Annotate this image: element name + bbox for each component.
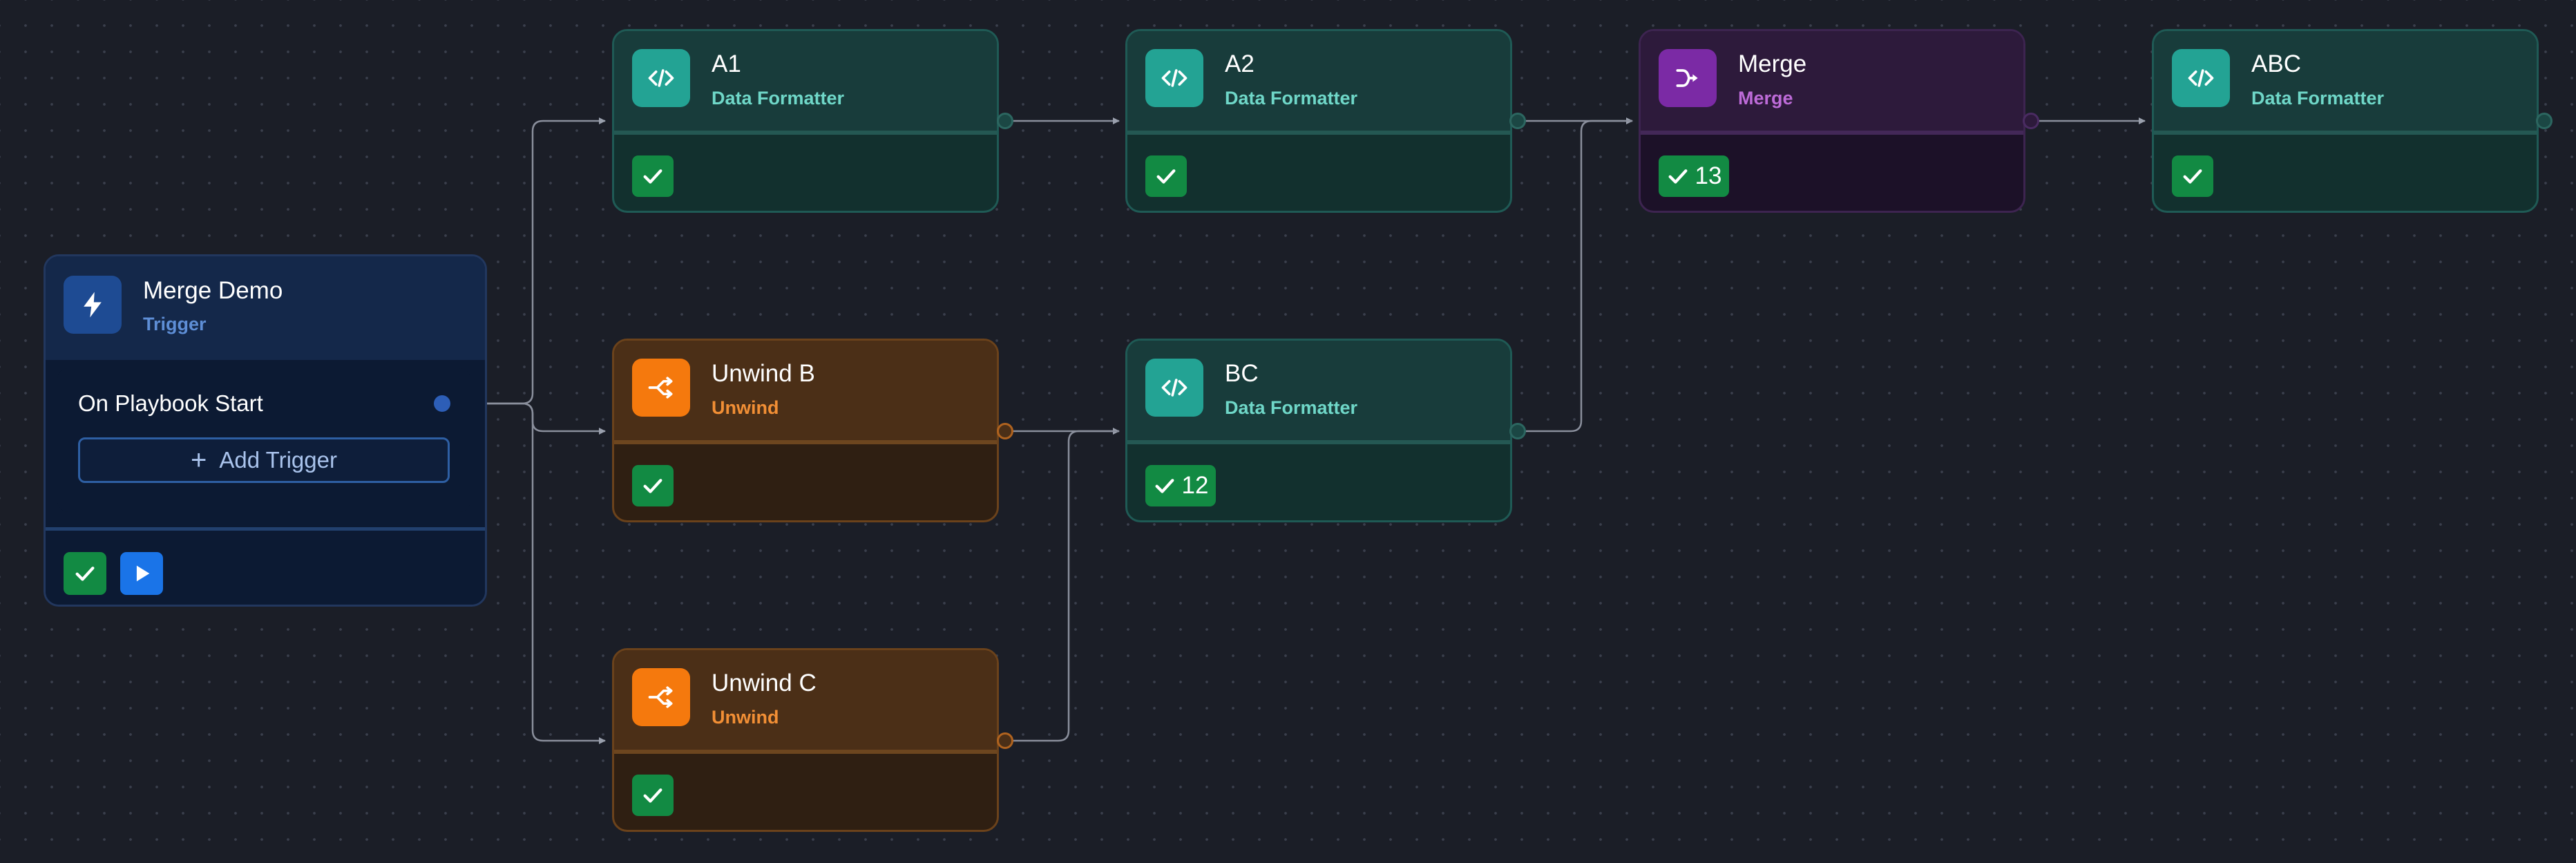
status-badge [632,465,674,506]
node-unwind-c-output-port[interactable] [997,732,1013,749]
node-unwind-b-body [614,444,997,520]
node-a2-output-port[interactable] [1509,113,1526,129]
node-subtitle: Data Formatter [712,88,845,108]
check-icon [1668,169,1687,184]
trigger-title: Merge Demo [143,277,283,304]
trigger-output-port[interactable] [434,395,450,412]
node-unwind-b-output-port[interactable] [997,423,1013,439]
play-icon [136,565,150,582]
trigger-event-label: On Playbook Start [78,390,263,416]
node-title: A1 [712,50,741,77]
node-bc-header: BC Data Formatter [1127,341,1510,442]
node-subtitle: Unwind [712,397,779,418]
plus-icon: + [191,445,207,475]
add-trigger-label: Add Trigger [219,447,337,473]
node-subtitle: Data Formatter [1225,397,1358,418]
edge-unwind-c-bc [1005,430,1119,742]
code-icon [1145,359,1203,417]
node-divider [1127,440,1510,444]
split-icon [632,359,690,417]
node-unwind-c-header: Unwind C Unwind [614,650,997,752]
trigger-header: Merge Demo Trigger [46,256,485,360]
trigger-divider [46,527,485,531]
node-bc-body: 12 [1127,444,1510,520]
node-a1[interactable]: A1 Data Formatter [612,29,999,213]
node-divider [614,440,997,444]
trigger-event-panel: On Playbook Start + Add Trigger [57,368,470,512]
node-title: Merge [1738,50,1807,77]
node-unwind-c[interactable]: Unwind C Unwind [612,648,999,832]
node-unwind-b[interactable]: Unwind B Unwind [612,339,999,522]
add-trigger-button[interactable]: + Add Trigger [78,437,450,483]
node-unwind-c-body [614,754,997,830]
node-a1-header: A1 Data Formatter [614,31,997,133]
trigger-subtitle: Trigger [143,314,207,334]
status-badge: 12 [1145,465,1216,506]
status-badge [2172,155,2213,197]
node-subtitle: Data Formatter [2251,88,2385,108]
node-title: A2 [1225,50,1254,77]
check-icon [643,479,662,493]
node-subtitle: Merge [1738,88,1793,108]
node-divider [2154,131,2537,135]
node-subtitle: Unwind [712,707,779,728]
split-icon [632,668,690,726]
check-icon [75,567,95,581]
status-badge [64,552,106,595]
node-title: Unwind C [712,670,817,696]
code-icon [1145,49,1203,107]
node-abc-output-port[interactable] [2536,113,2553,129]
node-unwind-b-header: Unwind B Unwind [614,341,997,442]
code-icon [632,49,690,107]
check-icon [643,788,662,803]
node-abc-header: ABC Data Formatter [2154,31,2537,133]
node-title: BC [1225,360,1259,387]
check-icon [1155,479,1174,493]
status-badge [632,155,674,197]
node-bc[interactable]: BC Data Formatter 12 [1125,339,1512,522]
trigger-node[interactable]: Merge Demo Trigger On Playbook Start + A… [44,254,487,607]
node-divider [614,750,997,754]
node-subtitle: Data Formatter [1225,88,1358,108]
node-divider [1127,131,1510,135]
node-merge-body: 13 [1641,135,2023,211]
lightning-icon [64,276,122,334]
node-bc-output-port[interactable] [1509,423,1526,439]
node-a2-body [1127,135,1510,211]
status-count: 13 [1695,162,1722,189]
node-a1-output-port[interactable] [997,113,1013,129]
edge-bc-merge [1518,120,1632,433]
check-icon [1156,169,1176,184]
node-merge[interactable]: Merge Merge 13 [1639,29,2025,213]
node-merge-output-port[interactable] [2023,113,2039,129]
node-a2-header: A2 Data Formatter [1127,31,1510,133]
status-badge: 13 [1659,155,1729,197]
status-count: 12 [1181,472,1209,499]
node-abc-body [2154,135,2537,211]
node-divider [614,131,997,135]
node-title: ABC [2251,50,2301,77]
check-icon [2183,169,2202,184]
node-merge-header: Merge Merge [1641,31,2023,133]
node-divider [1641,131,2023,135]
merge-icon [1659,49,1717,107]
check-icon [643,169,662,184]
status-badge [1145,155,1187,197]
trigger-footer [46,531,485,605]
run-button[interactable] [120,552,163,595]
node-abc[interactable]: ABC Data Formatter [2152,29,2539,213]
node-a1-body [614,135,997,211]
node-a2[interactable]: A2 Data Formatter [1125,29,1512,213]
code-icon [2172,49,2230,107]
node-title: Unwind B [712,360,815,387]
status-badge [632,775,674,816]
